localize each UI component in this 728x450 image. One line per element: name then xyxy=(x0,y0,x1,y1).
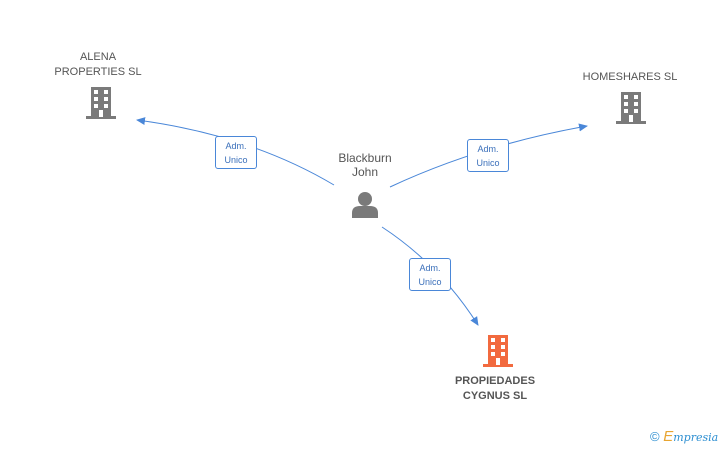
relation-line1: Adm. xyxy=(225,141,247,151)
empresia-watermark: © Empresia xyxy=(650,428,718,445)
building-icon[interactable] xyxy=(616,92,646,124)
relation-line2: Unico xyxy=(476,158,500,168)
person-name-line2: John xyxy=(351,165,379,179)
brand-rest: mpresia xyxy=(673,431,719,444)
company-name-line1: ALENA xyxy=(79,51,117,63)
company-label-alena[interactable]: ALENA PROPERTIES SL xyxy=(48,50,148,80)
company-name-line2: CYGNUS SL xyxy=(462,390,528,402)
company-name-line1: HOMESHARES SL xyxy=(582,71,678,83)
relation-badge-alena[interactable]: Adm. Unico xyxy=(215,136,257,169)
building-icon[interactable] xyxy=(86,87,116,119)
building-icon[interactable] xyxy=(483,335,513,367)
company-label-propiedades[interactable]: PROPIEDADES CYGNUS SL xyxy=(440,374,550,404)
relation-badge-homeshares[interactable]: Adm. Unico xyxy=(467,139,509,172)
company-name-line2: PROPERTIES SL xyxy=(54,66,142,78)
copyright-symbol: © xyxy=(650,429,660,444)
relation-line1: Adm. xyxy=(419,263,441,273)
relation-line2: Unico xyxy=(418,277,442,287)
relation-line2: Unico xyxy=(224,155,248,165)
person-name-line1: Blackburn xyxy=(338,151,392,165)
company-label-homeshares[interactable]: HOMESHARES SL xyxy=(578,70,682,85)
brand-first-letter: E xyxy=(663,428,674,445)
person-icon[interactable] xyxy=(352,192,378,218)
person-label[interactable]: Blackburn John xyxy=(325,151,405,179)
relation-line1: Adm. xyxy=(477,144,499,154)
relation-badge-propiedades[interactable]: Adm. Unico xyxy=(409,258,451,291)
company-name-line1: PROPIEDADES xyxy=(454,375,536,387)
